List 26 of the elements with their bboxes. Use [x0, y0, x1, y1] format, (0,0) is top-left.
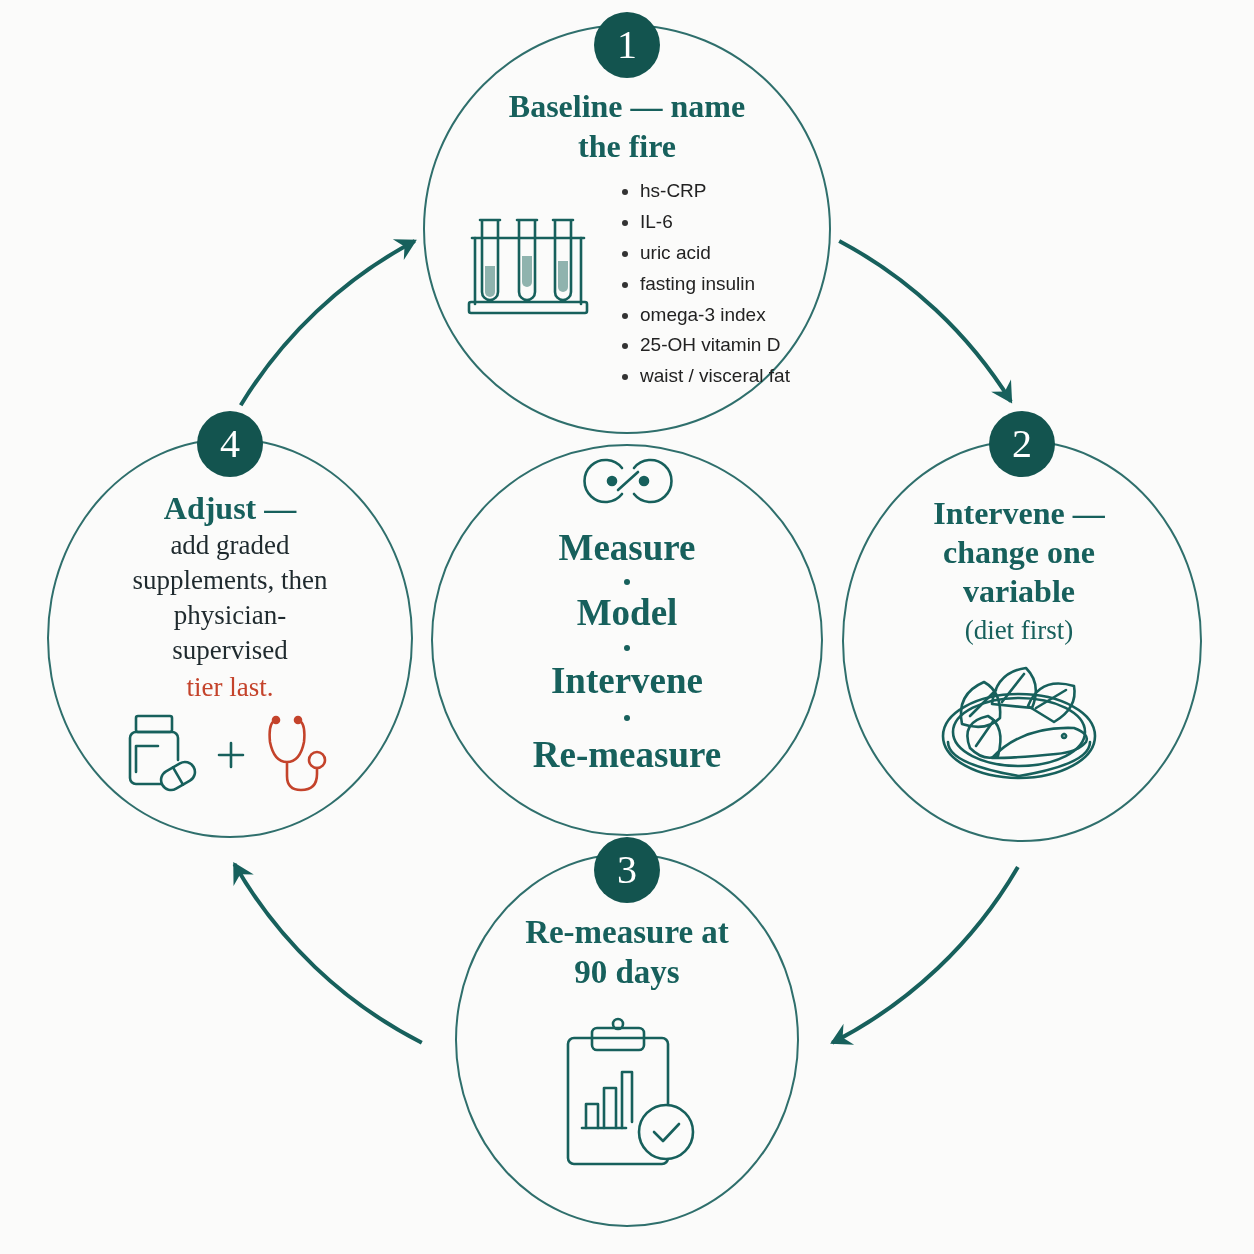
step-description: tier last. [185, 671, 275, 704]
marker-list-item: IL-6 [640, 211, 673, 233]
step-heading: Intervene [549, 659, 705, 703]
step-heading: Baseline — name the fire [507, 87, 747, 166]
step-heading: Adjust — [162, 489, 298, 528]
step-number-badge: 3 [594, 837, 660, 903]
marker-list-item: waist / visceral fat [640, 365, 790, 387]
step-description: add graded supplements, then physician-supervised [131, 529, 329, 667]
cycle-arrow [232, 862, 423, 1045]
marker-list-item: omega-3 index [640, 304, 766, 326]
step-heading: Re-measure [531, 733, 723, 777]
step-heading: Re-measure at 90 days [524, 913, 730, 992]
step-heading: Intervene — change one variable [932, 494, 1106, 611]
step-description: (diet first) [963, 614, 1075, 646]
cycle-arrow [838, 239, 1013, 404]
step-heading: Measure [557, 526, 697, 570]
marker-list-item: hs-CRP [640, 180, 707, 202]
step-number-badge: 1 [594, 12, 660, 78]
step-number-badge: 2 [989, 411, 1055, 477]
marker-list-item: uric acid [640, 242, 711, 264]
cycle-arrow [239, 239, 417, 407]
step-number-badge: 4 [197, 411, 263, 477]
cycle-arrow [830, 865, 1020, 1045]
marker-list-item: 25-OH vitamin D [640, 334, 781, 356]
marker-list-item: fasting insulin [640, 273, 756, 295]
step-heading: Model [575, 591, 679, 635]
